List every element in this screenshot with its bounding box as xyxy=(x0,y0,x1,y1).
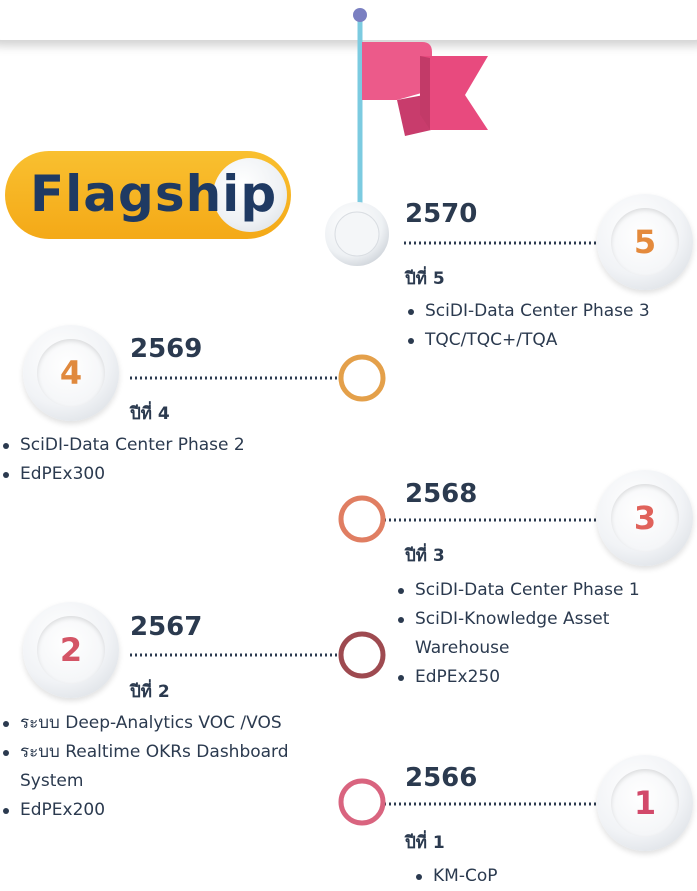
number-1: 1 xyxy=(611,769,679,837)
list-item: EdPEx200 xyxy=(0,796,350,825)
milestone-4-items: SciDI-Data Center Phase 2 EdPEx300 xyxy=(0,431,245,489)
number-2: 2 xyxy=(37,616,105,684)
timeline-node-1 xyxy=(338,778,386,826)
year-label-2: ปีที่ 2 xyxy=(130,682,170,702)
timeline-node-5-inner xyxy=(334,211,380,257)
list-item: SciDI-Knowledge Asset Warehouse xyxy=(395,605,695,663)
list-item: SciDI-Data Center Phase 2 xyxy=(0,431,245,460)
list-item: ระบบ Realtime OKRs Dashboard System xyxy=(0,738,350,796)
top-panel xyxy=(0,0,697,40)
number-disc-4: 4 xyxy=(23,325,119,421)
number-disc-5: 5 xyxy=(597,194,693,290)
year-label-4: ปีที่ 4 xyxy=(130,404,170,424)
list-item: KM-CoP xyxy=(413,862,497,891)
number-3: 3 xyxy=(611,484,679,552)
year-2570: 2570 xyxy=(405,199,478,229)
year-2569: 2569 xyxy=(130,334,203,364)
timeline-node-4 xyxy=(338,354,386,402)
pole-top-dot xyxy=(353,8,367,22)
list-item: EdPEx250 xyxy=(395,663,695,692)
badge-text: Flagship xyxy=(30,165,278,223)
list-item: SciDI-Data Center Phase 1 xyxy=(395,576,695,605)
number-disc-1: 1 xyxy=(597,755,693,851)
flagship-badge: Flagship xyxy=(5,151,291,239)
number-disc-2: 2 xyxy=(23,602,119,698)
milestone-3-items: SciDI-Data Center Phase 1 SciDI-Knowledg… xyxy=(395,576,695,692)
year-2568: 2568 xyxy=(405,479,478,509)
badge-highlight-circle xyxy=(213,158,287,232)
milestone-5-items: SciDI-Data Center Phase 3 TQC/TQC+/TQA xyxy=(405,297,650,355)
year-label-1: ปีที่ 1 xyxy=(405,833,445,853)
year-2566: 2566 xyxy=(405,763,478,793)
milestone-1-items: KM-CoP xyxy=(413,862,497,891)
list-item: EdPEx300 xyxy=(0,460,245,489)
list-item: ระบบ Deep-Analytics VOC /VOS xyxy=(0,709,350,738)
number-4: 4 xyxy=(37,339,105,407)
list-item: TQC/TQC+/TQA xyxy=(405,326,650,355)
flag-icon xyxy=(362,42,488,136)
year-label-3: ปีที่ 3 xyxy=(405,546,445,566)
list-item: SciDI-Data Center Phase 3 xyxy=(405,297,650,326)
timeline-node-3 xyxy=(338,495,386,543)
number-5: 5 xyxy=(611,208,679,276)
number-disc-3: 3 xyxy=(597,470,693,566)
milestone-2-items: ระบบ Deep-Analytics VOC /VOS ระบบ Realti… xyxy=(0,709,350,825)
year-label-5: ปีที่ 5 xyxy=(405,269,445,289)
year-2567: 2567 xyxy=(130,612,203,642)
timeline-node-2 xyxy=(338,631,386,679)
